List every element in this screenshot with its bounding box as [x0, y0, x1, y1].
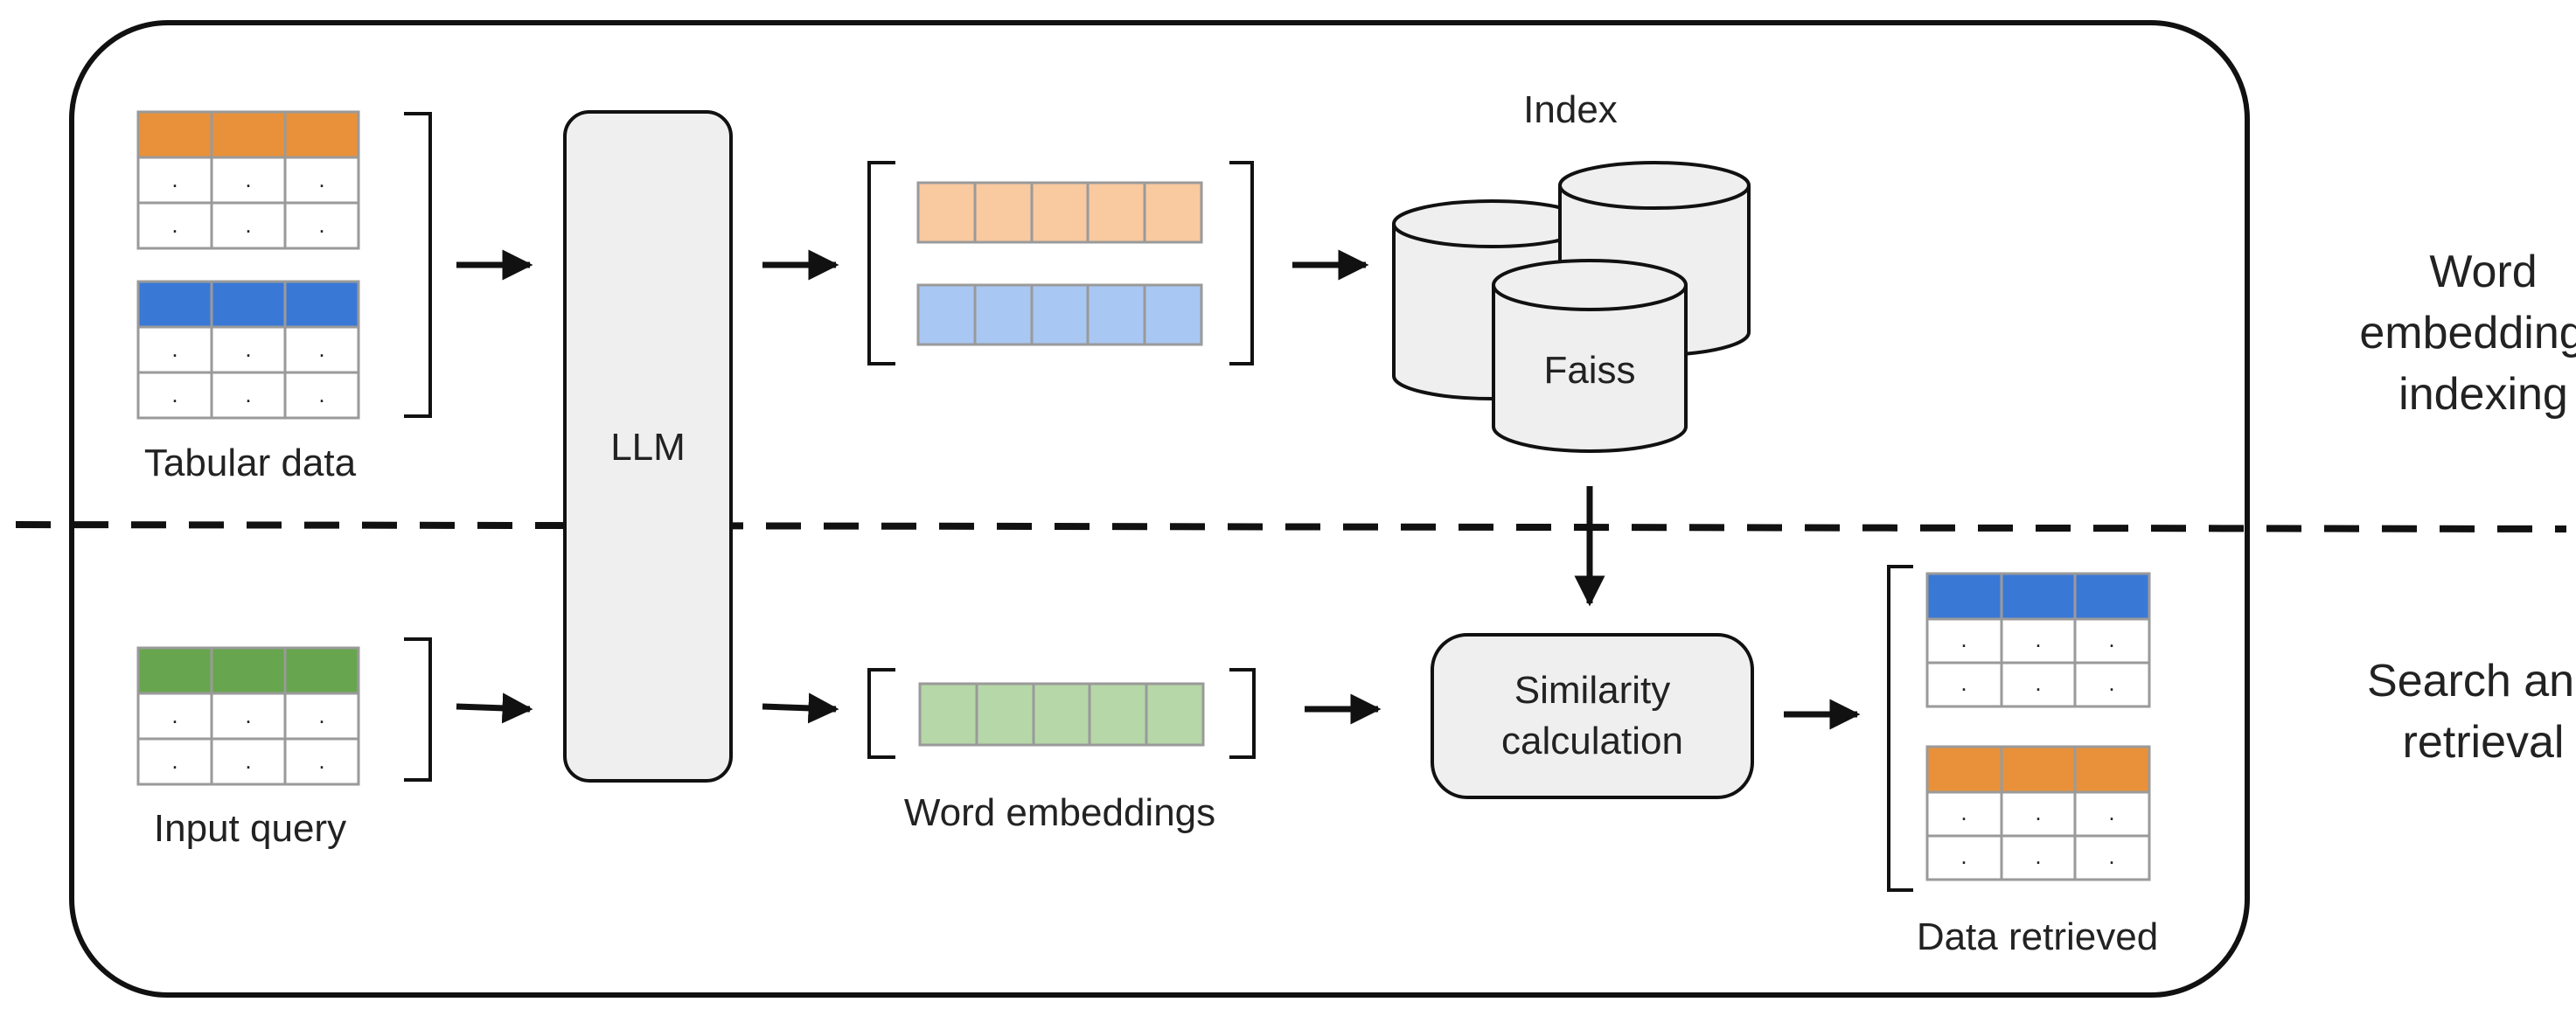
table-orange: . . . . . .: [136, 110, 360, 250]
llm-box: [563, 110, 733, 783]
cell-dot: .: [2108, 626, 2114, 652]
cell-dot: .: [318, 212, 324, 238]
section-title-indexing: Word: [2429, 247, 2537, 297]
cell-dot: .: [2035, 799, 2041, 825]
query-embedding-bracket-left: [867, 668, 895, 759]
cell-dot: .: [171, 166, 178, 192]
retrieved-orange-header: [1925, 745, 2151, 794]
cell-dot: .: [318, 166, 324, 192]
embedding-orange: [916, 181, 1203, 244]
embeddings-bracket-right: [1229, 161, 1254, 365]
retrieved-blue-header: [1925, 572, 2151, 621]
word-embeddings-label: Word embeddings: [904, 791, 1215, 834]
tabular-data-bracket: [404, 112, 432, 418]
section-title-indexing: embeddings: [2359, 308, 2576, 358]
llm-label: LLM: [610, 426, 686, 469]
cell-dot: .: [245, 748, 251, 774]
cell-dot: .: [171, 748, 178, 774]
query-embedding-bracket-right: [1229, 668, 1256, 759]
table-blue-header: [136, 280, 360, 329]
cell-dot: .: [2108, 670, 2114, 696]
section-title-indexing: indexing: [2398, 369, 2568, 420]
retrieved-bracket: [1887, 565, 1913, 892]
similarity-label-line2: calculation: [1501, 720, 1683, 762]
arrow-llm-to-query-embedding: [762, 692, 839, 724]
table-orange-header: [136, 110, 360, 159]
section-title-search: Search and: [2367, 656, 2576, 706]
similarity-box: [1431, 633, 1754, 799]
outer-frame: [69, 20, 2250, 998]
table-green-header: [136, 646, 360, 695]
arrow-query-to-llm: [456, 692, 533, 724]
cell-dot: .: [1960, 626, 1967, 652]
retrieved-table-blue: . . . . . .: [1925, 572, 2151, 708]
faiss-label: Faiss: [1543, 349, 1635, 392]
cell-dot: .: [318, 336, 324, 362]
cell-dot: .: [1960, 799, 1967, 825]
similarity-label-line1: Similarity: [1514, 669, 1670, 712]
cell-dot: .: [171, 381, 178, 407]
cell-dot: .: [2035, 626, 2041, 652]
cell-dot: .: [2108, 843, 2114, 869]
cell-dot: .: [245, 336, 251, 362]
cell-dot: .: [171, 212, 178, 238]
retrieved-table-orange: . . . . . .: [1925, 745, 2151, 881]
database-icon: [1392, 161, 1751, 453]
tabular-data-label: Tabular data: [144, 442, 357, 484]
cell-dot: .: [245, 166, 251, 192]
cell-dot: .: [245, 381, 251, 407]
index-label: Index: [1523, 88, 1618, 131]
section-title-search: retrieval: [2403, 717, 2565, 768]
section-divider: [15, 521, 2567, 532]
table-blue: . . . . . .: [136, 280, 360, 420]
input-query-bracket: [404, 637, 432, 782]
input-query-label: Input query: [154, 807, 346, 850]
embedding-green: [918, 682, 1205, 747]
cell-dot: .: [2035, 670, 2041, 696]
cell-dot: .: [318, 702, 324, 728]
cell-dot: .: [171, 336, 178, 362]
cell-dot: .: [245, 702, 251, 728]
embedding-blue: [916, 283, 1203, 346]
embeddings-bracket-left: [867, 161, 895, 365]
table-green: . . . . . .: [136, 646, 360, 786]
data-retrieved-label: Data retrieved: [1917, 915, 2158, 958]
cell-dot: .: [318, 381, 324, 407]
cell-dot: .: [171, 702, 178, 728]
cell-dot: .: [2108, 799, 2114, 825]
cell-dot: .: [1960, 670, 1967, 696]
cell-dot: .: [318, 748, 324, 774]
cell-dot: .: [245, 212, 251, 238]
cell-dot: .: [2035, 843, 2041, 869]
cell-dot: .: [1960, 843, 1967, 869]
